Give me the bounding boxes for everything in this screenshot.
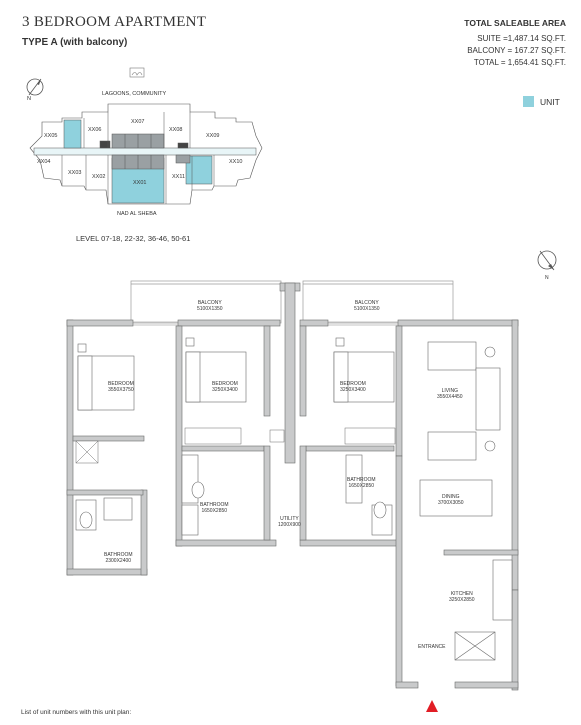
balcony-railing <box>130 280 454 324</box>
entrance-label: ENTRANCE <box>418 644 446 650</box>
entrance-arrow-icon <box>426 700 438 712</box>
level-list: LEVEL 07-18, 22-32, 36-46, 50-61 <box>76 234 191 243</box>
unit-xx10: XX10 <box>229 159 243 165</box>
unit-xx09: XX09 <box>206 133 220 139</box>
lagoon-icon <box>129 67 145 78</box>
keyplan-highlight-xx11 <box>185 155 213 185</box>
unit-xx06: XX06 <box>88 127 102 133</box>
walls <box>66 282 519 691</box>
unit-type: TYPE A (with balcony) <box>22 37 128 48</box>
keyplan-highlight-xx05 <box>63 119 82 149</box>
keyplan-core <box>99 133 191 170</box>
windows <box>133 321 398 326</box>
area-heading: TOTAL SALEABLE AREA <box>464 18 566 28</box>
unit-xx07: XX07 <box>131 119 145 125</box>
unit-xx04: XX04 <box>37 159 51 165</box>
suite-area: SUITE =1,487.14 SQ.FT. <box>477 34 566 43</box>
keyplan-compass-icon <box>26 78 44 96</box>
wardrobes <box>75 427 396 464</box>
plan-compass-icon <box>537 250 557 271</box>
plan-compass-n: N <box>545 275 549 281</box>
unit-xx02: XX02 <box>92 174 106 180</box>
unit-legend-swatch <box>523 96 534 107</box>
keyplan-dividers <box>61 112 215 204</box>
keyplan-top-label: LAGOONS, COMMUNITY <box>102 91 167 97</box>
unit-legend-label: UNIT <box>540 97 560 107</box>
unit-xx11: XX11 <box>172 174 186 180</box>
unit-xx03: XX03 <box>68 170 82 176</box>
unit-xx08: XX08 <box>169 127 183 133</box>
unit-xx01: XX01 <box>133 180 147 186</box>
living-furniture <box>419 341 501 517</box>
keyplan-compass-n: N <box>27 96 31 102</box>
beds <box>77 337 395 411</box>
total-area: TOTAL = 1,654.41 SQ.FT. <box>473 58 566 67</box>
page-title: 3 BEDROOM APARTMENT <box>22 14 207 30</box>
bathroom-fixtures <box>75 454 393 536</box>
keyplan-corridor <box>33 147 257 156</box>
keyplan-bottom-label: NAD AL SHEBA <box>117 211 157 217</box>
balcony-area: BALCONY = 167.27 SQ.FT. <box>467 46 566 55</box>
unit-xx05: XX05 <box>44 133 58 139</box>
unit-list-note: List of unit numbers with this unit plan… <box>21 709 132 716</box>
kitchen-counter <box>454 559 513 661</box>
